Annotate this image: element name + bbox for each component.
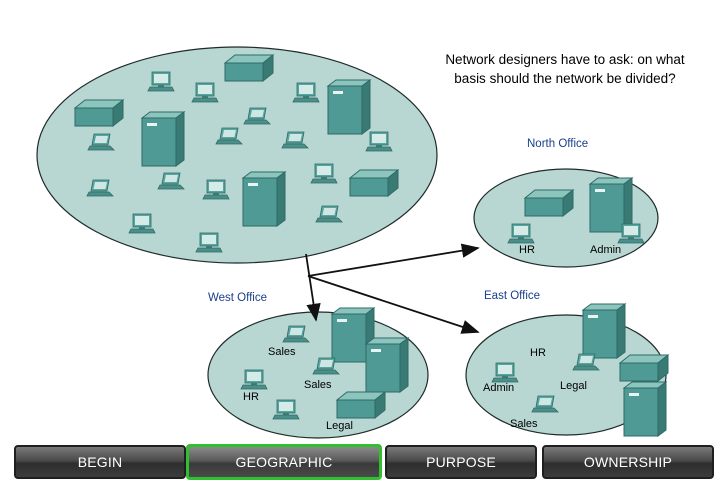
purpose-button[interactable]: PURPOSE (385, 445, 537, 479)
network-diagram (36, 46, 669, 439)
host-label-legal: Legal (326, 420, 353, 432)
desktop-icon (292, 82, 320, 103)
arrow-to-west (305, 253, 321, 322)
north-office-label: North Office (527, 138, 589, 150)
desktop-icon (240, 369, 268, 390)
server-tower-icon (365, 337, 409, 393)
server-tower-icon (327, 79, 371, 135)
server-box-icon (349, 169, 399, 197)
host-label-sales: Sales (510, 418, 538, 430)
server-box-icon (336, 391, 386, 419)
desktop-icon (617, 223, 645, 244)
desktop-icon (365, 131, 393, 152)
server-tower-icon (141, 111, 185, 167)
question-text: Network designers have to ask: on what b… (445, 52, 685, 86)
server-box-icon (524, 189, 574, 217)
server-tower-icon (582, 303, 626, 359)
host-label-sales: Sales (268, 346, 296, 358)
desktop-icon (507, 223, 535, 244)
desktop-icon (202, 179, 230, 200)
west-office-label: West Office (208, 292, 268, 304)
host-label-admin: Admin (590, 244, 622, 256)
arrow-to-north (307, 243, 480, 277)
host-label-hr: HR (519, 244, 535, 256)
server-tower-icon (242, 171, 286, 227)
desktop-icon (195, 232, 223, 253)
host-label-hr: HR (243, 391, 259, 403)
east-office-label: East Office (484, 290, 541, 302)
navigation-bar: BEGIN GEOGRAPHIC PURPOSE OWNERSHIP (0, 442, 728, 481)
host-label-admin: Admin (483, 382, 515, 394)
desktop-icon (310, 163, 338, 184)
host-label-sales: Sales (304, 379, 332, 391)
desktop-icon (272, 399, 300, 420)
server-box-icon (224, 54, 274, 82)
server-box-icon (619, 354, 669, 382)
desktop-icon (147, 71, 175, 92)
server-box-icon (74, 99, 124, 127)
desktop-icon (191, 82, 219, 103)
host-label-legal: Legal (560, 380, 587, 392)
begin-button[interactable]: BEGIN (14, 445, 186, 479)
host-label-hr: HR (530, 347, 546, 359)
desktop-icon (491, 362, 519, 383)
server-tower-icon (623, 381, 667, 437)
arrow-to-east (307, 275, 480, 334)
geographic-button[interactable]: GEOGRAPHIC (186, 444, 382, 480)
ownership-button[interactable]: OWNERSHIP (542, 445, 714, 479)
desktop-icon (128, 213, 156, 234)
